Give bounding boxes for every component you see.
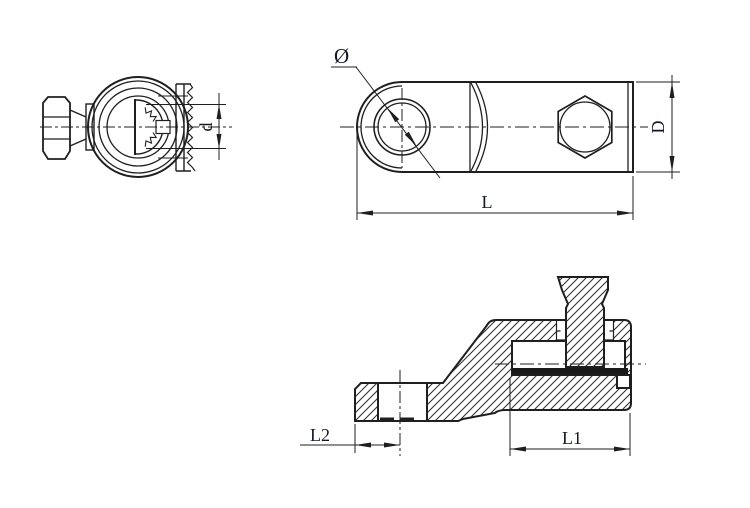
shear-bolt-section xyxy=(556,276,609,368)
dim-L1-label: L1 xyxy=(562,428,582,448)
conductor-edge-extension-lines xyxy=(146,104,226,149)
dim-L-arrow-right xyxy=(617,210,633,216)
thread-slot-right xyxy=(604,321,614,340)
dim-D-ext-lines xyxy=(636,81,680,173)
thread-slot-left xyxy=(556,321,566,340)
palm-inner-arc xyxy=(360,85,403,169)
palm-serration-left xyxy=(380,417,394,421)
dia-arrow-upper xyxy=(387,108,400,123)
bore-tangent-lines xyxy=(158,95,188,159)
dimension-L1: L1 xyxy=(509,378,631,456)
end-view: d xyxy=(40,76,232,178)
dim-d-arrow-down xyxy=(216,134,222,149)
dim-D-arrow-up xyxy=(669,82,675,98)
bolt-neck xyxy=(69,109,87,147)
conductor-bar xyxy=(512,368,628,374)
dim-D-label: D xyxy=(648,121,668,134)
dimension-L: L xyxy=(356,133,634,220)
thread-slot-left-edges xyxy=(555,321,566,341)
conductor-break-band xyxy=(175,83,191,172)
body-section xyxy=(354,319,632,422)
dimension-diameter: Ø xyxy=(331,44,441,179)
dim-L-label: L xyxy=(482,192,493,212)
dimension-d: d xyxy=(196,93,222,160)
dia-label: Ø xyxy=(334,44,349,68)
hex-bolt-head-side xyxy=(42,96,71,160)
dim-D-arrow-down xyxy=(669,156,675,172)
dim-L2-arrow-left xyxy=(355,442,371,448)
dim-L2-arrow-right xyxy=(384,442,400,448)
barrel-mouth-dome-inner xyxy=(475,82,489,172)
clamp-teeth-upper xyxy=(144,107,158,122)
dimension-D: D xyxy=(636,75,680,179)
palm-serration-right xyxy=(400,417,414,421)
dimension-L2: L2 xyxy=(300,424,400,453)
section-view: L2 L1 xyxy=(300,276,646,456)
hex-bolt-head-top xyxy=(557,95,613,159)
dim-L-arrow-left xyxy=(357,210,373,216)
dim-d-label: d xyxy=(196,123,216,132)
plan-view: Ø D L xyxy=(331,44,680,220)
hex-bolt-facet-lines xyxy=(43,116,70,140)
dia-leader-line xyxy=(355,66,441,179)
dim-L-ext-lines xyxy=(356,133,634,220)
barrel-mouth-dome-outer xyxy=(470,82,484,172)
dia-arrow-lower xyxy=(404,131,417,146)
thread-slot-right-edges xyxy=(604,321,615,341)
dim-L1-arrow-right xyxy=(614,446,630,452)
lug-body-outline xyxy=(356,81,634,173)
dim-L1-arrow-left xyxy=(510,446,526,452)
clamp-teeth-lower xyxy=(144,132,158,147)
dim-L2-label: L2 xyxy=(310,425,330,445)
dim-d-arrow-up xyxy=(216,104,222,119)
